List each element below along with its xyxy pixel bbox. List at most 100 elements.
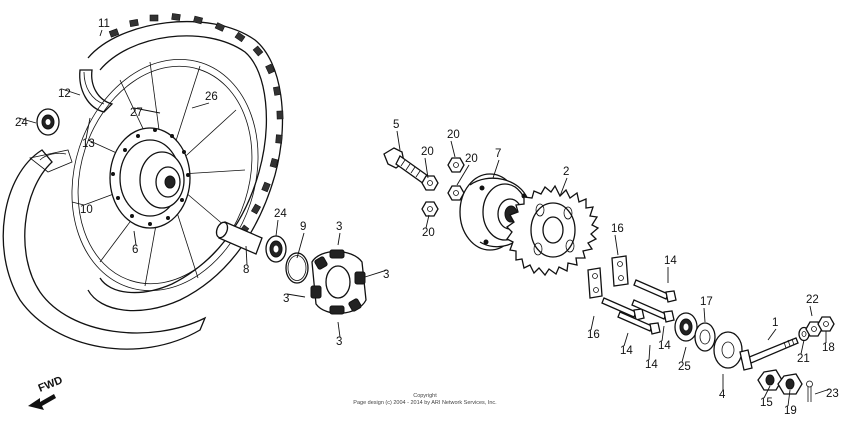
- leader-line-2: [559, 177, 568, 197]
- leader-line-10: [71, 201, 85, 206]
- leader-line-24: [275, 219, 279, 237]
- callout-24: 24: [274, 208, 287, 220]
- leader-line-13: [85, 117, 91, 140]
- copyright-title: Copyright: [413, 393, 437, 399]
- leader-line-20: [424, 157, 429, 179]
- nut-22: [805, 321, 823, 337]
- callout-14: 14: [664, 255, 677, 267]
- callout-22: 22: [806, 294, 819, 306]
- callout-24: 24: [15, 117, 28, 129]
- cotter-pin-23: [806, 380, 813, 402]
- leader-line-16: [614, 234, 619, 256]
- callout-17: 17: [700, 296, 713, 308]
- leader-line-20: [425, 214, 430, 229]
- inner-tube: [2, 149, 207, 350]
- o-ring: [285, 252, 309, 284]
- callout-9: 9: [300, 221, 306, 233]
- leader-line-3: [337, 321, 341, 338]
- leader-line-3: [364, 269, 388, 278]
- leader-line-25: [681, 346, 687, 363]
- callout-3: 3: [336, 336, 342, 348]
- fwd-indicator: FWD: [28, 374, 64, 410]
- leader-line-16: [590, 315, 595, 331]
- callout-14: 14: [645, 359, 658, 371]
- driven-sprocket: [505, 184, 600, 277]
- leader-line-20: [456, 164, 470, 186]
- leader-line-23: [814, 388, 831, 395]
- side-collar: [713, 331, 743, 369]
- leader-line-12: [61, 88, 81, 96]
- callout-16: 16: [611, 223, 624, 235]
- nut-18: [817, 316, 835, 332]
- leader-line-5: [396, 130, 401, 151]
- rear-hub: [109, 127, 191, 229]
- leader-line-14: [661, 325, 665, 342]
- leader-line-3: [286, 293, 306, 298]
- flange-bolt: [383, 147, 429, 185]
- callout-7: 7: [495, 148, 501, 160]
- callout-3: 3: [336, 221, 342, 233]
- callout-2: 2: [563, 166, 569, 178]
- rear-axle: [739, 337, 799, 371]
- callout-14: 14: [658, 340, 671, 352]
- callout-11: 11: [98, 18, 110, 30]
- callout-13: 13: [82, 138, 95, 150]
- callout-6: 6: [132, 244, 138, 256]
- leader-line-17: [703, 307, 706, 323]
- callout-25: 25: [678, 361, 691, 373]
- sprocket-bolts: [601, 279, 677, 335]
- distance-collar: [215, 221, 263, 255]
- leader-line-3: [337, 232, 341, 246]
- callout-10: 10: [80, 204, 93, 216]
- leader-line-14: [623, 332, 629, 347]
- leader-line-7: [492, 159, 500, 179]
- leader-line-11: [99, 29, 103, 37]
- leader-line-8: [245, 245, 248, 266]
- leader-line-22: [809, 305, 813, 317]
- leader-line-21: [800, 339, 805, 355]
- bearing-left: [36, 108, 60, 136]
- tire-tread: [108, 13, 284, 236]
- callout-21: 21: [797, 353, 810, 365]
- callout-20: 20: [421, 146, 434, 158]
- leader-line-19: [787, 389, 791, 407]
- leader-line-6: [133, 230, 137, 246]
- callout-12: 12: [58, 88, 71, 100]
- fwd-arrow-icon: [28, 394, 56, 410]
- leader-line-24: [18, 117, 37, 124]
- leader-line-26: [191, 102, 210, 109]
- callout-16: 16: [587, 329, 600, 341]
- axle-nut-15: [757, 369, 783, 391]
- callout-1: 1: [772, 317, 778, 329]
- callout-3: 3: [283, 293, 289, 305]
- callout-23: 23: [826, 388, 839, 400]
- callout-19: 19: [784, 405, 797, 417]
- leader-line-1: [767, 328, 777, 341]
- castle-nut-19: [777, 373, 803, 395]
- callout-27: 27: [130, 107, 143, 119]
- leader-line-20: [450, 140, 456, 158]
- callout-5: 5: [393, 119, 399, 131]
- callout-20: 20: [465, 153, 478, 165]
- leader-line-27: [133, 107, 161, 114]
- callout-8: 8: [243, 264, 249, 276]
- damper-rubbers: [310, 249, 367, 315]
- leader-line-14: [648, 344, 651, 361]
- callout-26: 26: [205, 91, 218, 103]
- dust-seal: [694, 322, 716, 352]
- bearing-right: [265, 235, 287, 263]
- nuts-20: [421, 157, 465, 217]
- leader-line-15: [763, 385, 771, 399]
- callout-18: 18: [822, 342, 835, 354]
- callout-15: 15: [760, 397, 773, 409]
- callout-4: 4: [719, 389, 726, 401]
- callout-20: 20: [447, 129, 460, 141]
- tab-washers: [587, 255, 629, 299]
- leader-line-9: [296, 232, 305, 259]
- fwd-label: FWD: [37, 374, 65, 395]
- bearing-25: [674, 312, 698, 342]
- copyright-notice: Page design (c) 2004 - 2014 by ARI Netwo…: [353, 400, 497, 406]
- callout-14: 14: [620, 345, 633, 357]
